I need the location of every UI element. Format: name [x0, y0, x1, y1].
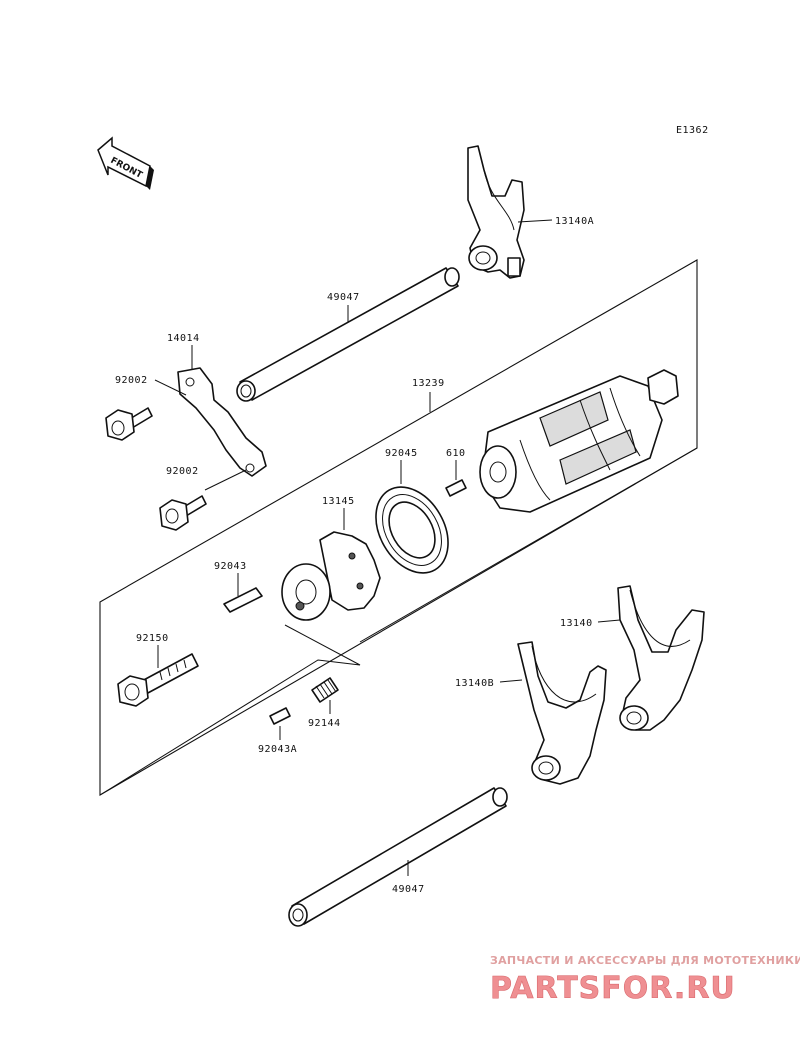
part-label-92150: 92150 [136, 633, 169, 644]
leader-92002-b [204, 469, 247, 491]
leader-13140b [499, 679, 523, 683]
part-label-14014: 14014 [167, 333, 200, 344]
watermark-tagline: ЗАПЧАСТИ И АКСЕССУАРЫ ДЛЯ МОТОТЕХНИКИ [490, 954, 800, 967]
diagram-code: E1362 [676, 125, 709, 136]
watermark-logo: PARTSFOR.RU [490, 971, 736, 1006]
leader-92002-a [154, 379, 187, 396]
part-label-610: 610 [446, 448, 466, 459]
shift-rod-49047-bottom[interactable] [288, 787, 508, 927]
shift-fork-13140[interactable] [617, 585, 705, 731]
bolt-92150[interactable] [117, 653, 199, 707]
leader-13140a [517, 219, 553, 223]
part-label-13145: 13145 [322, 496, 355, 507]
shift-fork-13140a[interactable] [467, 145, 525, 279]
shift-fork-13140b[interactable] [517, 641, 607, 785]
front-arrow-icon: FRONT [97, 136, 154, 190]
part-label-92043: 92043 [214, 561, 247, 572]
part-label-92045: 92045 [385, 448, 418, 459]
drum-cam-13145[interactable] [281, 531, 381, 621]
part-label-13140: 13140 [560, 618, 593, 629]
pin-610[interactable] [445, 479, 467, 497]
part-label-92043a: 92043A [258, 744, 297, 755]
part-label-13140b: 13140B [455, 678, 494, 689]
part-label-13140a: 13140A [555, 216, 594, 227]
pin-92043a[interactable] [269, 707, 291, 725]
leader-13140 [597, 619, 621, 623]
shift-drum-13239[interactable] [479, 369, 679, 513]
plate-14014[interactable] [177, 367, 267, 477]
part-label-13239: 13239 [412, 378, 445, 389]
part-label-92002-a: 92002 [115, 375, 148, 386]
spring-92144[interactable] [311, 677, 339, 703]
part-label-49047-bottom: 49047 [392, 884, 425, 895]
part-label-92002-b: 92002 [166, 466, 199, 477]
frame-inner-line [359, 447, 698, 643]
bearing-92045[interactable] [361, 474, 462, 586]
frame-notch [99, 624, 361, 796]
pin-92043[interactable] [223, 587, 263, 613]
part-label-49047-top: 49047 [327, 292, 360, 303]
bolt-92002-a[interactable] [105, 407, 153, 441]
part-label-92144: 92144 [308, 718, 341, 729]
bolt-92002-b[interactable] [159, 495, 207, 531]
shift-rod-49047-top[interactable] [236, 267, 460, 402]
